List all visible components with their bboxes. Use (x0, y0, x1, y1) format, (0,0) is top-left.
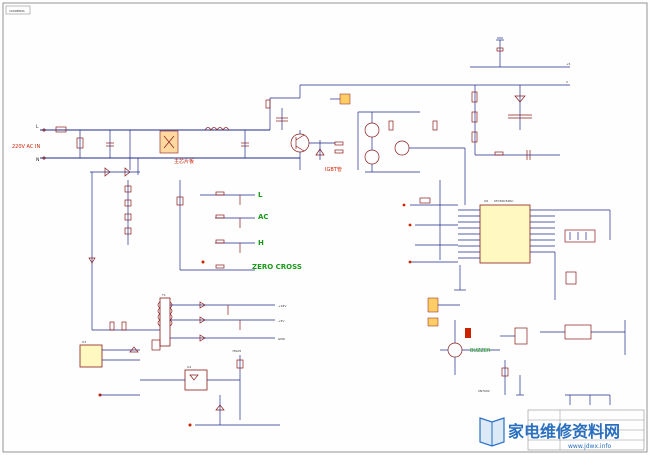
varistor (76, 137, 84, 149)
svg-text:+5: +5 (566, 62, 571, 66)
mcu-chip (479, 204, 531, 264)
ac-l-label: L (36, 124, 39, 130)
svg-text:BUZZER: BUZZER (470, 348, 491, 354)
choke-inductor (204, 127, 230, 131)
svg-text:+5V: +5V (278, 319, 285, 323)
svg-text:V: V (566, 80, 569, 84)
sensing-rails: L AC H ZERO CROSS (88, 172, 302, 330)
mcu-part: STC89C52RC (494, 199, 513, 203)
svg-text:2N7002: 2N7002 (478, 389, 490, 393)
smps-section: T1 +18V +5V GND U3 U4 (79, 293, 287, 427)
regulator-label: 78L05 (232, 349, 241, 353)
watermark-brand: 家电维修资料网 (508, 422, 620, 441)
pwm-ic-label: U3 (82, 340, 86, 344)
pwm-ic (79, 344, 103, 368)
connector-display (564, 324, 592, 340)
optocoupler (184, 369, 208, 391)
rail-ac-label: AC (258, 213, 269, 221)
opto-label: U4 (187, 365, 191, 369)
transformer-label: T1 (161, 293, 166, 297)
lower-right-section: 2N7002 BUZZER (427, 297, 626, 405)
top-right-sensing: +5 V (299, 37, 571, 205)
led-note-label: 主芯片板 (174, 158, 194, 165)
connector-orange (339, 93, 351, 105)
ac-input-section: 220V AC IN L N 主芯片板 (12, 124, 300, 177)
connector-cn (514, 327, 528, 345)
watermark-url: www.jdwx.info (568, 443, 612, 450)
svg-text:GND: GND (278, 337, 286, 341)
title-box (5, 5, 31, 15)
mcu-name: U6 (484, 199, 488, 203)
rail-l-label: L (258, 191, 263, 199)
connector-orange-2 (427, 297, 439, 313)
watermark: 家电维修资料网 www.jdwx.info (479, 417, 620, 450)
mcu-section: U6 STC89C52RC (402, 180, 611, 300)
transistor-q (447, 342, 463, 358)
book-logo-icon (479, 417, 505, 447)
title-block (527, 409, 645, 451)
ac-n-label: N (36, 157, 39, 163)
igbt-section: IGBT管 (265, 93, 465, 173)
fuse (55, 126, 67, 133)
transformer-core (159, 297, 171, 347)
zero-cross-label: ZERO CROSS (252, 263, 302, 271)
title-box-text: 1000EPNA (9, 9, 26, 13)
igbt-transistor (290, 133, 310, 153)
igbt-label: IGBT管 (325, 166, 342, 173)
ac-input-label: 220V AC IN (12, 144, 40, 150)
svg-text:+18V: +18V (278, 304, 287, 308)
rail-h-label: H (258, 239, 264, 247)
